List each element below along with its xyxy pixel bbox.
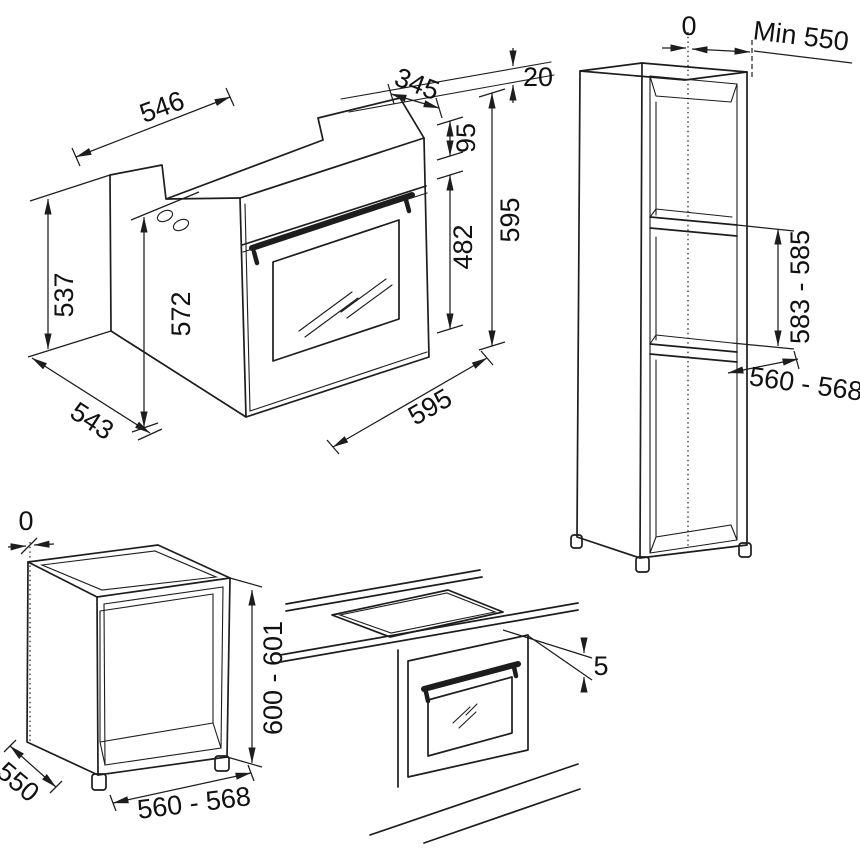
oven-isometric-view: 546 345 20 95 482 595 <box>27 48 555 455</box>
tall-cabinet-view: 0 Min 550 583 - 585 560 - 568 <box>570 11 860 573</box>
dim-label: Min 550 <box>751 15 850 56</box>
dim-label: 583 - 585 <box>785 230 815 344</box>
hob-cooktop <box>331 589 504 638</box>
dim-top-width-345: 345 <box>387 62 444 119</box>
base-cabinet-top-face <box>27 544 231 598</box>
oven-door-window <box>272 219 400 362</box>
tall-cabinet-inner-frame <box>649 75 738 554</box>
base-cabinet-interior <box>99 593 222 766</box>
oven-door-handle <box>421 661 521 692</box>
dim-gap-5: 5 <box>502 629 609 693</box>
dim-top-depth-546: 546 <box>71 85 235 167</box>
dim-width-560-568: 560 - 568 <box>109 764 255 825</box>
dim-body-depth-543: 543 <box>31 357 163 446</box>
dim-panel-height-95: 95 <box>436 116 481 161</box>
tall-cabinet-shelf-lower <box>649 334 738 363</box>
dim-height-600-601: 600 - 601 <box>226 577 288 768</box>
dim-door-height-482: 482 <box>436 170 478 334</box>
base-cabinet-feet <box>91 755 230 791</box>
dim-label: 95 <box>451 123 481 153</box>
dim-top-gap-20: 20 <box>509 48 553 103</box>
oven-door-handle <box>249 192 415 266</box>
tall-cabinet-top-face <box>579 70 748 81</box>
oven-control-panel <box>241 185 427 246</box>
dim-label: 345 <box>391 62 444 106</box>
dim-label: 5 <box>593 651 608 681</box>
oven-front-frame <box>239 137 430 418</box>
worktop-back-edge-lines <box>285 569 483 612</box>
dim-depth-550: 550 <box>0 739 63 808</box>
dim-min-depth-550: Min 550 <box>751 15 853 64</box>
dim-flush-0: 0 <box>662 11 751 55</box>
dim-label: 595 <box>495 197 525 242</box>
tall-cabinet-left-side <box>576 62 643 559</box>
dim-niche-height-583-585: 583 - 585 <box>731 224 815 350</box>
oven-door-window <box>427 676 513 757</box>
tall-cabinet-interior-floor <box>649 524 738 554</box>
tall-cabinet-feet <box>570 534 752 573</box>
plinth-floor-lines <box>369 763 581 844</box>
dim-body-height-537: 537 <box>27 174 112 358</box>
dim-label: 560 - 568 <box>136 781 253 825</box>
dim-front-width-595: 595 <box>326 350 494 455</box>
oven-window-reflection-icon <box>452 703 478 729</box>
base-cabinet-view: 0 600 - 601 550 560 - 568 <box>0 506 288 825</box>
dim-label: 546 <box>136 85 189 129</box>
worktop-reference-lines <box>340 61 555 113</box>
dim-label: 482 <box>448 224 478 269</box>
dim-label: 537 <box>49 272 79 317</box>
dim-label: 0 <box>681 11 696 41</box>
dim-label: 572 <box>166 291 196 336</box>
base-cabinet-front-frame <box>96 577 231 776</box>
tall-cabinet-interior-top <box>649 75 738 103</box>
oven-window-reflection-icon <box>298 278 393 338</box>
under-worktop-scene: 5 <box>279 569 609 844</box>
dim-label: 595 <box>403 383 457 432</box>
worktop-front-edge-lines <box>279 602 579 663</box>
dim-front-height-595: 595 <box>478 88 525 351</box>
dim-inner-height-572: 572 <box>130 191 200 433</box>
dim-label: 543 <box>65 396 119 446</box>
dim-flush-0: 0 <box>7 506 55 555</box>
dim-label: 550 <box>0 756 45 808</box>
dim-label: 560 - 568 <box>747 361 860 407</box>
dim-label: 20 <box>523 62 553 92</box>
tall-cabinet-shelf-upper <box>649 208 738 237</box>
base-cabinet-top-inner <box>39 550 219 591</box>
oven-vent-slots-icon <box>156 209 190 232</box>
dim-label: 600 - 601 <box>258 621 288 735</box>
base-cabinet-left-side <box>26 561 99 776</box>
tall-cabinet-front-frame <box>639 62 748 559</box>
built-under-oven-front <box>407 634 529 778</box>
dim-label: 0 <box>18 506 33 536</box>
